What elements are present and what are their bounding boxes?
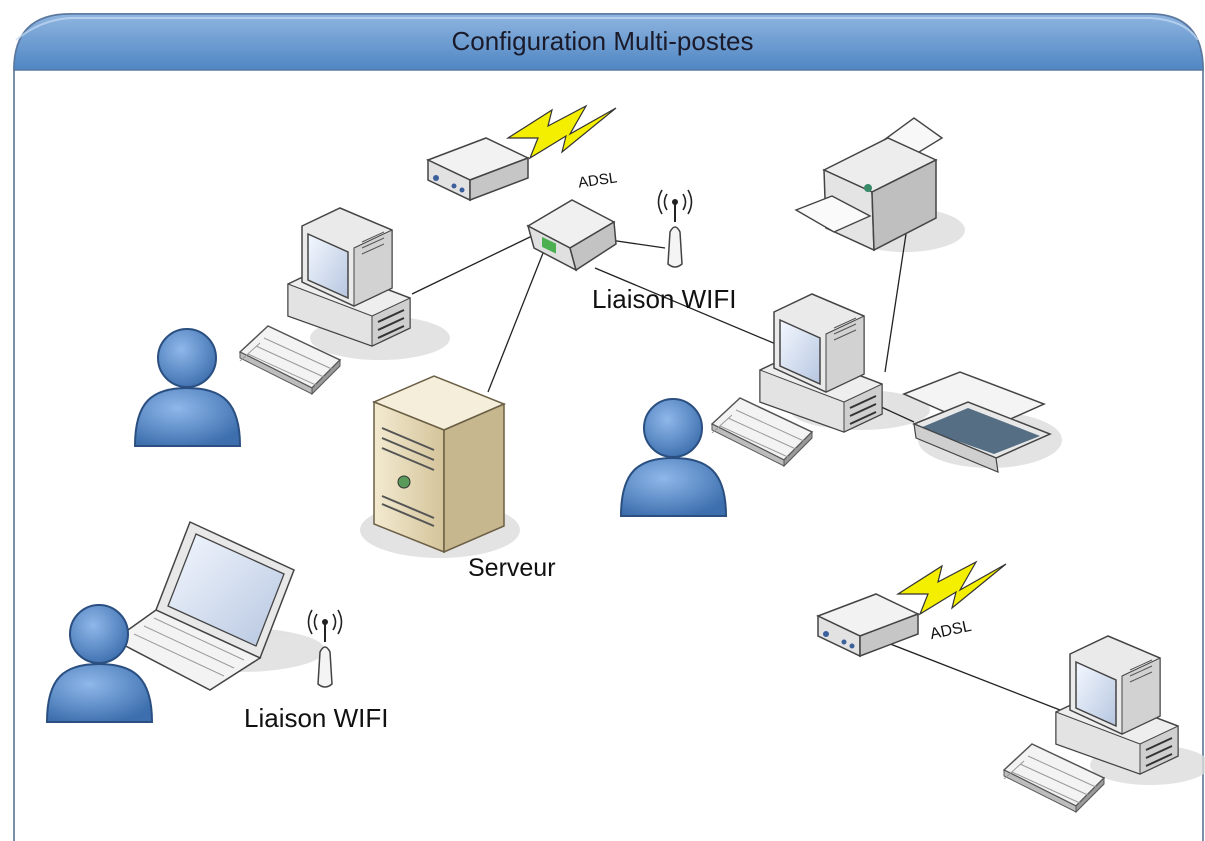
- scanner-icon: [902, 371, 1052, 473]
- server-label: Serveur: [468, 554, 556, 582]
- connection-lines: [411, 233, 1061, 711]
- wifi-link-label: Liaison WIFI: [592, 284, 737, 314]
- router-icon: [526, 199, 617, 272]
- laptop-icon: [112, 520, 295, 691]
- server-icon: [372, 375, 506, 554]
- printer-icon: [794, 117, 944, 252]
- title-bar: [13, 13, 1204, 71]
- wifi-link-label: Liaison WIFI: [244, 703, 389, 733]
- diagram-title: Configuration Multi-postes: [451, 26, 754, 56]
